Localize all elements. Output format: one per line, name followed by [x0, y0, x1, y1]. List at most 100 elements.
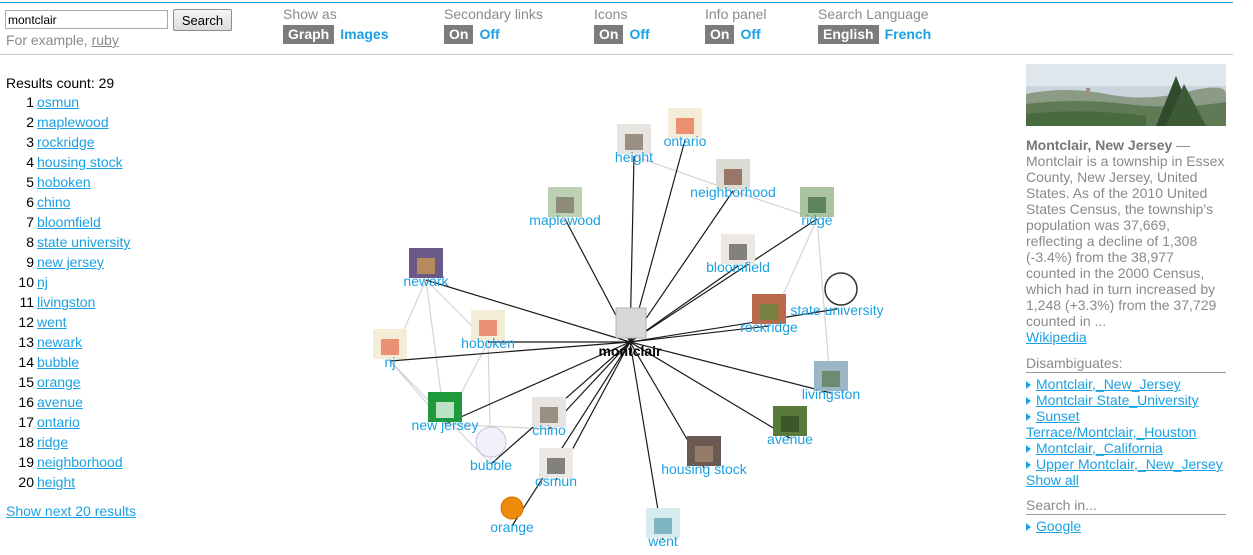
graph-node-label[interactable]: state university	[790, 302, 883, 318]
graph-node-maplewood[interactable]: maplewood	[529, 187, 601, 228]
info-panel-off-button[interactable]: Off	[740, 26, 761, 42]
graph-node-bubble[interactable]: bubble	[470, 426, 512, 473]
result-number: 17	[18, 414, 34, 430]
graph-node-label[interactable]: maplewood	[529, 212, 601, 228]
graph-node-label[interactable]: orange	[490, 519, 534, 535]
show-as-images-button[interactable]: Images	[340, 26, 389, 42]
show-as-graph-button[interactable]: Graph	[283, 25, 335, 44]
graph-node-rockridge[interactable]: rockridge	[740, 294, 798, 335]
seal-icon	[824, 272, 858, 306]
result-link[interactable]: maplewood	[37, 114, 109, 130]
icons-off-button[interactable]: Off	[629, 26, 650, 42]
primary-link-line	[511, 341, 631, 527]
graph-node-state-university[interactable]: state university	[790, 272, 884, 318]
header-divider	[0, 54, 1233, 55]
graph-node-label[interactable]: neighborhood	[690, 184, 776, 200]
graph-node-label[interactable]: hoboken	[461, 335, 515, 351]
disambiguation-link[interactable]: Montclair,_New_Jersey	[1036, 376, 1181, 392]
graph-node-label[interactable]: housing stock	[661, 461, 748, 477]
result-link[interactable]: state university	[37, 234, 131, 250]
result-link[interactable]: hoboken	[37, 174, 91, 190]
graph-node-label[interactable]: livingston	[802, 386, 860, 402]
show-all-link[interactable]: Show all	[1026, 472, 1079, 488]
disambiguation-item: Montclair,_California	[1026, 440, 1226, 456]
result-link[interactable]: osmun	[37, 94, 80, 110]
graph-node-label[interactable]: bubble	[470, 457, 512, 473]
search-input[interactable]	[5, 10, 168, 29]
show-next-results-link[interactable]: Show next 20 results	[6, 503, 136, 519]
search-button[interactable]: Search	[173, 9, 232, 31]
result-link[interactable]: neighborhood	[37, 454, 123, 470]
result-link[interactable]: newark	[37, 334, 83, 350]
graph-node-label[interactable]: osmun	[535, 473, 577, 489]
graph-node-ontario[interactable]: ontario	[664, 108, 707, 149]
result-number: 7	[26, 214, 34, 230]
secondary-links-on-button[interactable]: On	[444, 25, 474, 44]
graph-node-ridge[interactable]: ridge	[800, 187, 834, 228]
search-in-google-link[interactable]: Google	[1036, 518, 1082, 534]
example-link[interactable]: ruby	[91, 32, 119, 48]
result-link[interactable]: went	[37, 314, 67, 330]
graph-node-height[interactable]: height	[615, 124, 653, 165]
secondary-links-off-button[interactable]: Off	[479, 26, 500, 42]
result-link[interactable]: livingston	[37, 294, 96, 310]
result-link[interactable]: ontario	[37, 414, 80, 430]
graph-center-label[interactable]: montclair	[598, 343, 662, 359]
result-link[interactable]: rockridge	[37, 134, 95, 150]
graph-node-label[interactable]: nj	[385, 354, 396, 370]
graph-node-neighborhood[interactable]: neighborhood	[690, 159, 776, 200]
graph-node-chino[interactable]: chino	[532, 397, 566, 438]
graph-node-osmun[interactable]: osmun	[535, 448, 577, 489]
disambiguation-item: Montclair,_New_Jersey	[1026, 376, 1226, 392]
option-label: Secondary links	[444, 6, 543, 22]
graph-node-label[interactable]: avenue	[767, 431, 813, 447]
graph-node-hoboken[interactable]: hoboken	[461, 310, 515, 351]
disambiguation-link[interactable]: Montclair,_California	[1036, 440, 1163, 456]
graph-node-new-jersey[interactable]: new jersey	[412, 392, 479, 433]
graph-node-label[interactable]: ontario	[664, 133, 707, 149]
graph-node-newark[interactable]: newark	[403, 248, 450, 289]
disambiguation-link[interactable]: Sunset Terrace/Montclair,_Houston	[1026, 408, 1197, 440]
result-link[interactable]: bubble	[37, 354, 80, 370]
result-link[interactable]: chino	[37, 194, 71, 210]
graph-node-label[interactable]: rockridge	[740, 319, 798, 335]
graph-node-label[interactable]: bloomfield	[706, 259, 770, 275]
graph-node-avenue[interactable]: avenue	[767, 406, 813, 447]
result-link[interactable]: housing stock	[37, 154, 123, 170]
result-link[interactable]: nj	[37, 274, 48, 290]
result-link[interactable]: bloomfield	[37, 214, 101, 230]
icons-on-button[interactable]: On	[594, 25, 624, 44]
language-english-button[interactable]: English	[818, 25, 879, 44]
wikipedia-link[interactable]: Wikipedia	[1026, 329, 1087, 345]
language-french-button[interactable]: French	[884, 26, 932, 42]
info-panel-on-button[interactable]: On	[705, 25, 735, 44]
graph-node-orange[interactable]: orange	[490, 496, 534, 535]
houses-photo-icon-detail	[724, 169, 742, 185]
portrait-photo-icon-detail	[547, 458, 565, 474]
disambiguation-link[interactable]: Montclair State_University	[1036, 392, 1199, 408]
result-link[interactable]: orange	[37, 374, 81, 390]
result-link[interactable]: new jersey	[37, 254, 104, 270]
graph-node-label[interactable]: newark	[403, 273, 449, 289]
graph-node-label[interactable]: height	[615, 149, 653, 165]
result-number: 14	[18, 354, 34, 370]
result-link[interactable]: avenue	[37, 394, 83, 410]
graph-node-nj[interactable]: nj	[373, 329, 407, 370]
graph-node-bloomfield[interactable]: bloomfield	[706, 234, 770, 275]
result-link[interactable]: height	[37, 474, 76, 490]
graph-node-livingston[interactable]: livingston	[802, 361, 860, 402]
graph-node-label[interactable]: new jersey	[412, 417, 479, 433]
option-label: Icons	[594, 6, 628, 22]
graph-node-label[interactable]: ridge	[801, 212, 832, 228]
result-link[interactable]: ridge	[37, 434, 69, 450]
graph-node-label[interactable]: went	[647, 533, 678, 549]
graph-node-housing-stock[interactable]: housing stock	[661, 436, 748, 477]
graph-node-label[interactable]: chino	[532, 422, 566, 438]
graph-node-went[interactable]: went	[646, 508, 680, 549]
disambiguation-link[interactable]: Upper Montclair,_New_Jersey	[1036, 456, 1223, 472]
